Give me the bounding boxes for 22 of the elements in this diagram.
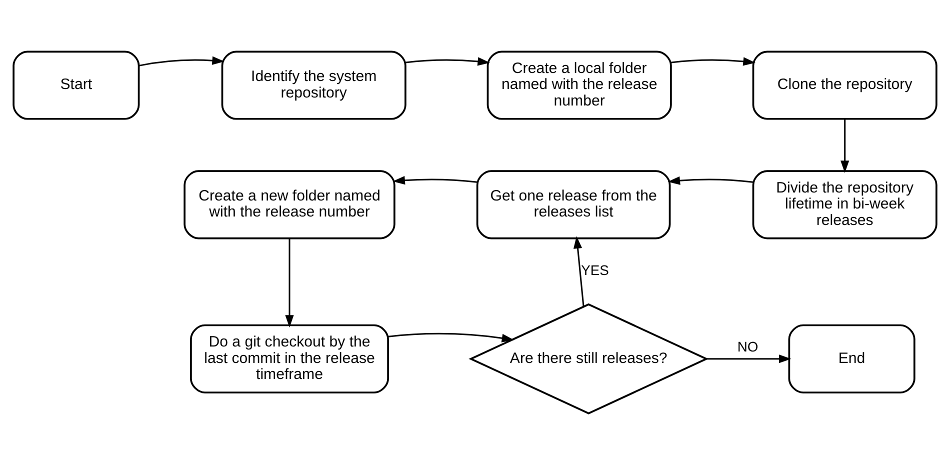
edge-label: NO xyxy=(737,338,758,354)
arrow xyxy=(392,176,478,184)
node-box: Start xyxy=(12,50,140,120)
node-box: Do a git checkout by the last commit in the release timeframe xyxy=(190,324,389,393)
node-box: Get one release from the releases list xyxy=(476,170,671,239)
arrow xyxy=(671,56,756,66)
node-box: End xyxy=(788,324,916,393)
arrow xyxy=(388,332,514,342)
node-diamond: Are there still releases? xyxy=(468,302,709,414)
arrow xyxy=(840,118,850,172)
arrow xyxy=(573,236,584,306)
arrow xyxy=(668,176,754,184)
node-box: Create a local folder named with the release number xyxy=(486,50,672,120)
edge-label: YES xyxy=(581,261,609,278)
node-box: Identify the system repository xyxy=(221,50,406,120)
arrow xyxy=(406,56,490,66)
node-box: Clone the repository xyxy=(752,50,938,120)
arrow xyxy=(285,238,294,327)
node-box: Create a new folder named with the release number xyxy=(184,170,396,239)
arrow xyxy=(138,56,225,66)
arrow xyxy=(706,354,792,363)
node-box: Divide the repository lifetime in bi-week releases xyxy=(752,170,938,239)
